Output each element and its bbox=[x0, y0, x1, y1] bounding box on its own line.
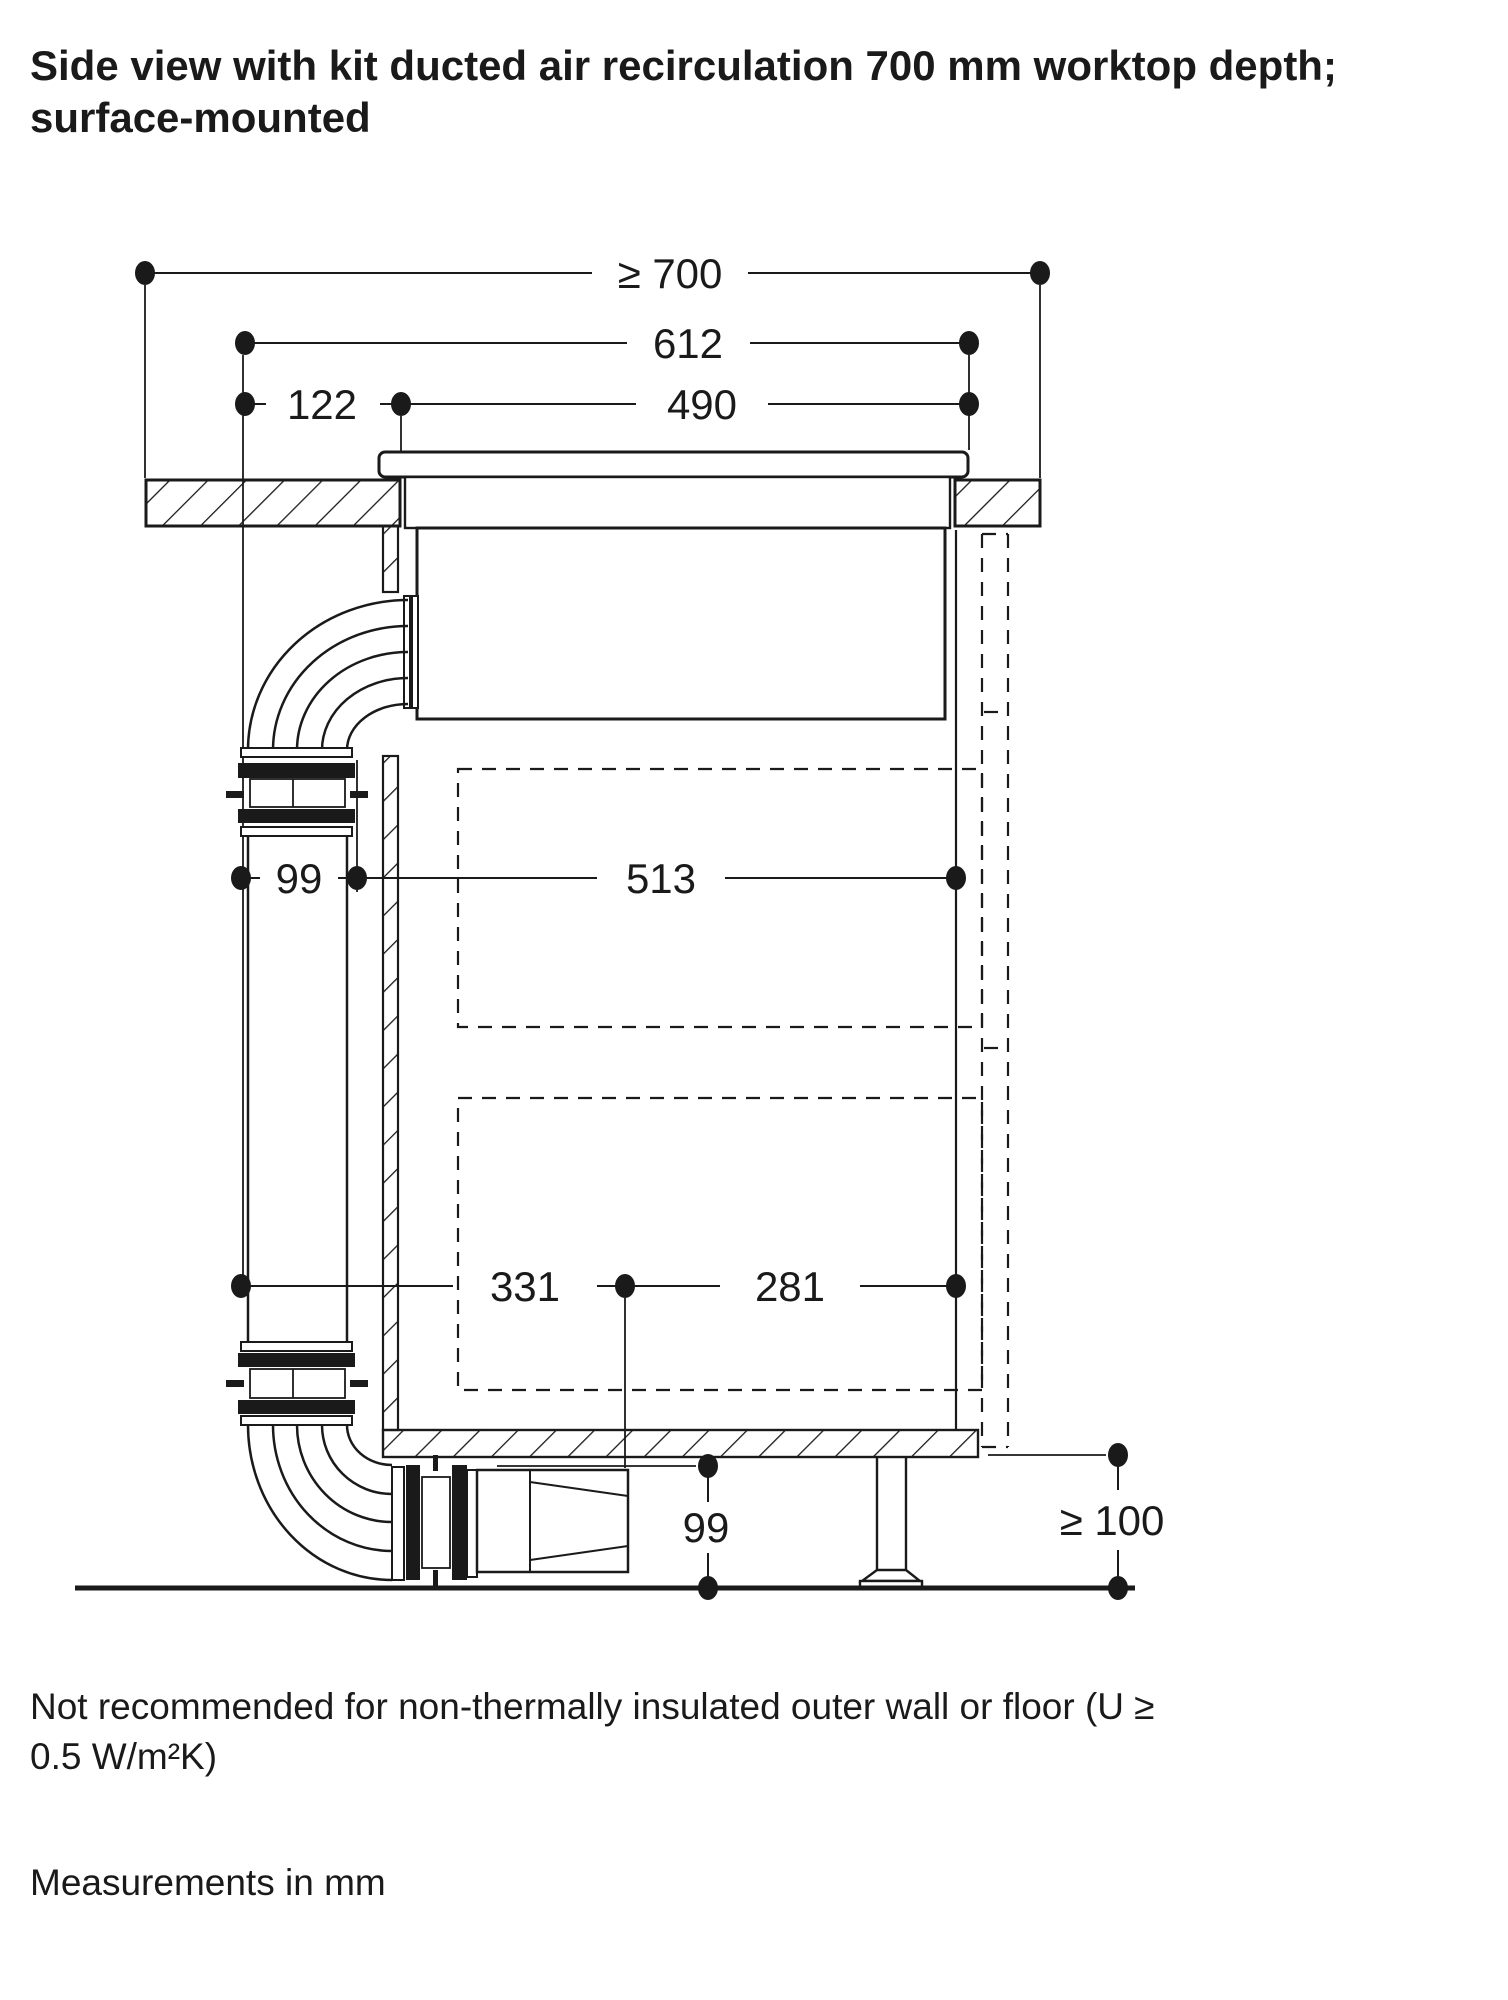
dim-plinth-clearance-right: 281 bbox=[755, 1263, 825, 1310]
cabinet-left-wall-upper bbox=[381, 524, 400, 594]
plinth-duct-connector bbox=[391, 1455, 478, 1586]
hob bbox=[377, 450, 970, 721]
worktop-left-section bbox=[144, 478, 402, 528]
diagram-title: Side view with kit ducted air recirculat… bbox=[30, 40, 1490, 144]
dim-hob-glass: 490 bbox=[667, 381, 737, 428]
insulation-note: Not recommended for non-thermally insula… bbox=[30, 1682, 1450, 1782]
upper-duct-elbow bbox=[246, 598, 409, 751]
units-note: Measurements in mm bbox=[30, 1862, 386, 1903]
cabinet-left-wall-lower bbox=[381, 754, 400, 1432]
lower-duct-connector bbox=[226, 1341, 368, 1426]
dimension-dots bbox=[135, 261, 1128, 1600]
dim-appliance-overall: 612 bbox=[653, 320, 723, 367]
diagram-title-line2: surface-mounted bbox=[30, 94, 371, 141]
clearance-zones bbox=[456, 532, 1010, 1449]
dim-cabinet-inner-clearance: 513 bbox=[626, 855, 696, 902]
dim-worktop-depth: ≥ 700 bbox=[618, 250, 723, 297]
worktop-right-section bbox=[953, 478, 1042, 528]
cabinet-bottom-panel bbox=[381, 1428, 980, 1459]
rear-air-channel bbox=[980, 532, 1010, 1449]
insulation-note-line1: Not recommended for non-thermally insula… bbox=[30, 1686, 1155, 1727]
insulation-note-line2: 0.5 W/m²K) bbox=[30, 1736, 218, 1777]
hob-body-box bbox=[415, 526, 947, 721]
diagram-title-line1: Side view with kit ducted air recirculat… bbox=[30, 42, 1337, 89]
upper-duct-connector bbox=[226, 747, 368, 837]
dim-plinth-height: 99 bbox=[683, 1504, 730, 1551]
dim-duct-depth-upper: 99 bbox=[276, 855, 323, 902]
hob-glass-top bbox=[377, 450, 970, 479]
clearance-zone-lower bbox=[456, 1096, 984, 1392]
clearance-zone-upper bbox=[456, 767, 984, 1029]
hob-flange bbox=[403, 475, 952, 530]
cabinet bbox=[381, 524, 980, 1589]
plinth-diffuser bbox=[475, 1468, 630, 1574]
dim-rear-duct-offset: 122 bbox=[287, 381, 357, 428]
cabinet-leg bbox=[858, 1457, 924, 1589]
vertical-flat-duct bbox=[246, 836, 349, 1342]
worktop bbox=[144, 478, 1042, 528]
lower-duct-elbow bbox=[246, 1424, 393, 1582]
dim-floor-wall-clearance: ≥ 100 bbox=[1060, 1497, 1165, 1544]
dim-plinth-duct-run: 331 bbox=[490, 1263, 560, 1310]
